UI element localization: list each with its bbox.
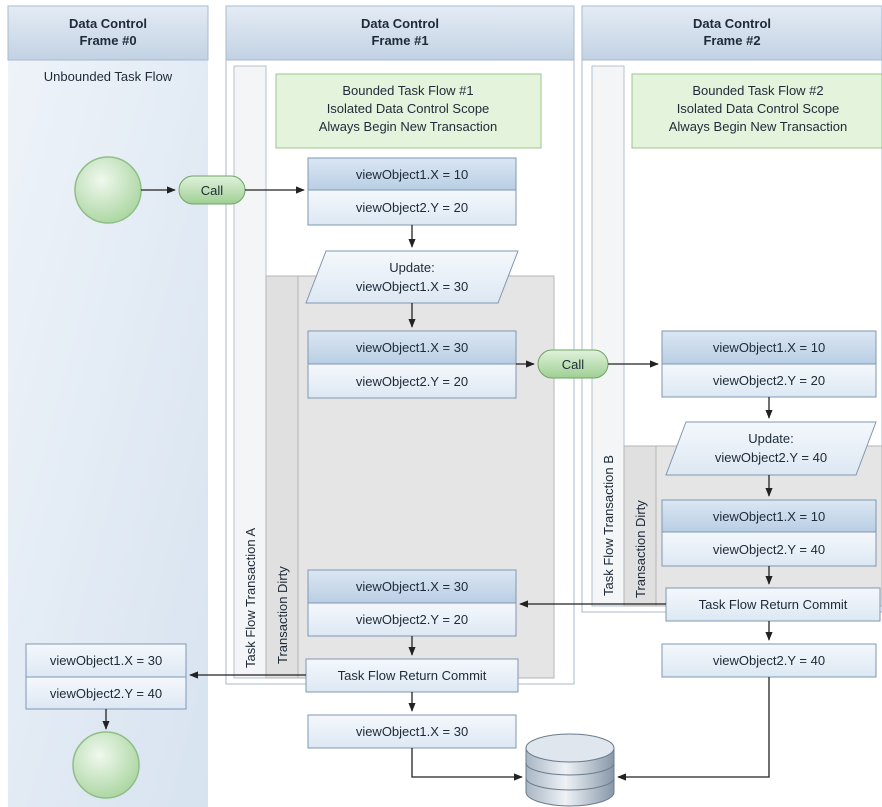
flow2-update-line2: viewObject2.Y = 40 — [715, 450, 827, 465]
note-2-line3: Always Begin New Transaction — [669, 119, 847, 134]
end-node-icon — [72, 731, 140, 799]
transaction-a-dirty-label: Transaction Dirty — [275, 566, 290, 664]
flow1-after-commit: viewObject1.X = 30 — [307, 714, 517, 749]
flow2-box-b-line2: viewObject2.Y = 40 — [713, 542, 825, 557]
flow1-box-b-line1: viewObject1.X = 30 — [356, 340, 468, 355]
flow1-return-commit-label: Task Flow Return Commit — [338, 668, 487, 683]
note-2-line2: Isolated Data Control Scope — [677, 101, 840, 116]
call-2-label: Call — [562, 357, 585, 372]
start-node-icon — [74, 156, 142, 224]
unbounded-task-flow-label: Unbounded Task Flow — [44, 69, 173, 84]
note-1-line3: Always Begin New Transaction — [319, 119, 497, 134]
flow2-box-b-line1: viewObject1.X = 10 — [713, 509, 825, 524]
flow2-box-a-line2: viewObject2.Y = 20 — [713, 373, 825, 388]
flow2-after-commit: viewObject2.Y = 40 — [661, 643, 877, 678]
frame0-result-line2: viewObject2.Y = 40 — [50, 686, 162, 701]
frame0-result-line1: viewObject1.X = 30 — [50, 653, 162, 668]
frame-2-header-line1: Data Control — [693, 16, 771, 31]
flow1-box-b: viewObject1.X = 30 viewObject2.Y = 20 — [307, 330, 517, 399]
note-1-line1: Bounded Task Flow #1 — [342, 83, 473, 98]
transaction-a-label: Task Flow Transaction A — [243, 528, 258, 668]
flow1-box-a-line1: viewObject1.X = 10 — [356, 167, 468, 182]
transaction-b-dirty-label: Transaction Dirty — [633, 500, 648, 598]
bounded-task-flow-1-note: Bounded Task Flow #1 Isolated Data Contr… — [275, 73, 542, 149]
flow2-return-commit: Task Flow Return Commit — [665, 587, 881, 622]
flow2-box-a: viewObject1.X = 10 viewObject2.Y = 20 — [661, 330, 877, 398]
flow1-box-c-line1: viewObject1.X = 30 — [356, 579, 468, 594]
flow1-box-c: viewObject1.X = 30 viewObject2.Y = 20 — [307, 569, 517, 637]
flow1-after-commit-label: viewObject1.X = 30 — [356, 724, 468, 739]
flow1-box-a-line2: viewObject2.Y = 20 — [356, 200, 468, 215]
frame-0-header-line2: Frame #0 — [79, 33, 136, 48]
frame-1-header-line2: Frame #1 — [371, 33, 428, 48]
frame-2-header-line2: Frame #2 — [703, 33, 760, 48]
frame0-result-box: viewObject1.X = 30 viewObject2.Y = 40 — [25, 643, 187, 710]
frame-0-header-line1: Data Control — [69, 16, 147, 31]
transaction-b-label: Task Flow Transaction B — [601, 455, 616, 596]
call-1-label: Call — [201, 183, 224, 198]
flow2-box-a-line1: viewObject1.X = 10 — [713, 340, 825, 355]
flow2-return-commit-label: Task Flow Return Commit — [699, 597, 848, 612]
bounded-task-flow-2-note: Bounded Task Flow #2 Isolated Data Contr… — [631, 73, 882, 149]
flow2-after-commit-label: viewObject2.Y = 40 — [713, 653, 825, 668]
call-1-node: Call — [178, 175, 246, 205]
flow1-update-line2: viewObject1.X = 30 — [356, 279, 468, 294]
flow1-box-b-line2: viewObject2.Y = 20 — [356, 374, 468, 389]
note-2-line1: Bounded Task Flow #2 — [692, 83, 823, 98]
flow2-update-line1: Update: — [748, 431, 794, 446]
flow2-update: Update: viewObject2.Y = 40 — [665, 421, 877, 476]
flow2-box-b: viewObject1.X = 10 viewObject2.Y = 40 — [661, 499, 877, 567]
database-icon — [525, 733, 615, 807]
flow1-update: Update: viewObject1.X = 30 — [305, 250, 519, 304]
flow1-box-c-line2: viewObject2.Y = 20 — [356, 612, 468, 627]
frame-1-header-line1: Data Control — [361, 16, 439, 31]
flow1-update-line1: Update: — [389, 260, 435, 275]
call-2-node: Call — [537, 349, 609, 379]
note-1-line2: Isolated Data Control Scope — [327, 101, 490, 116]
flow1-return-commit: Task Flow Return Commit — [305, 658, 519, 693]
flow1-box-a: viewObject1.X = 10 viewObject2.Y = 20 — [307, 157, 517, 226]
